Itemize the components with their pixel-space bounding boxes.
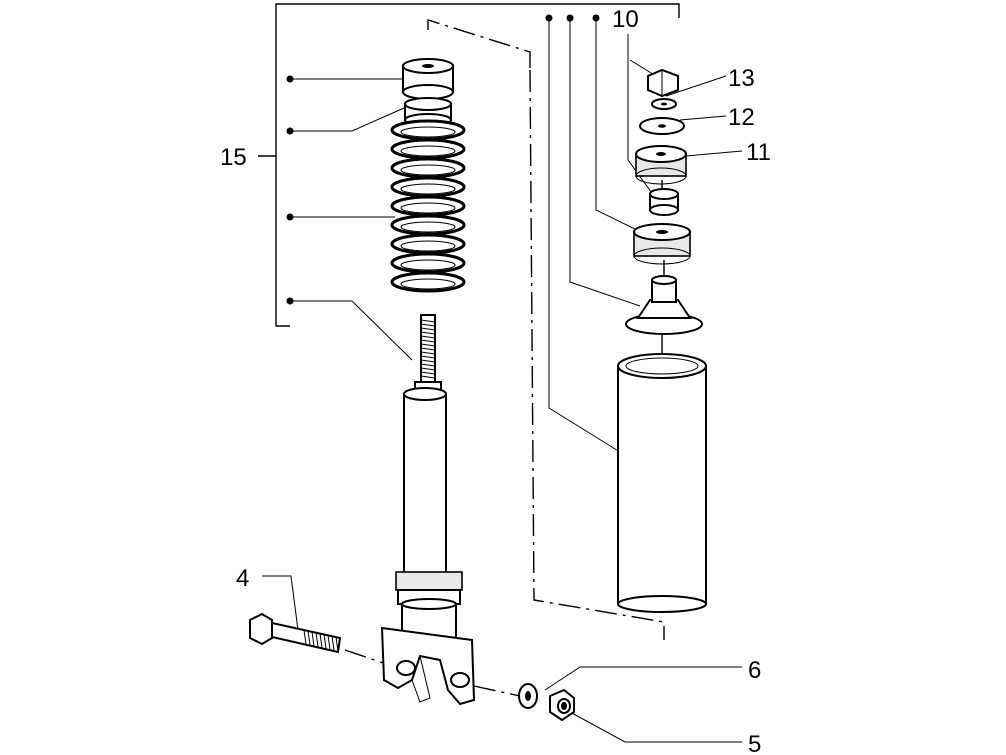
upper-nut [647, 68, 679, 98]
protective-cover-tube [617, 353, 707, 613]
rubber-bush-lower [633, 223, 691, 265]
small-washer [651, 98, 677, 110]
kit-15-bracket [258, 3, 680, 327]
label-11: 11 [746, 139, 771, 166]
label-5: 5 [748, 731, 761, 755]
assembly-axes [344, 19, 665, 697]
mounting-bolt [249, 612, 342, 654]
damper-body [395, 314, 463, 639]
washer [518, 683, 538, 709]
label-10: 10 [612, 6, 639, 33]
flat-washer [639, 117, 685, 135]
label-13: 13 [728, 65, 755, 92]
rubber-bush-upper [635, 145, 687, 185]
dust-cap [625, 275, 703, 335]
lower-fork-eye [380, 626, 476, 706]
lock-nut [549, 688, 575, 722]
label-15: 15 [220, 144, 247, 171]
spacer-bush [649, 188, 679, 216]
top-rubber-bush [402, 58, 454, 100]
callout-labels: 15 10 13 12 11 4 6 5 [220, 6, 771, 755]
label-12: 12 [728, 104, 755, 131]
leader-lines [262, 18, 743, 743]
label-4: 4 [236, 565, 249, 592]
label-6: 6 [748, 657, 761, 684]
coil-spring [390, 119, 466, 293]
